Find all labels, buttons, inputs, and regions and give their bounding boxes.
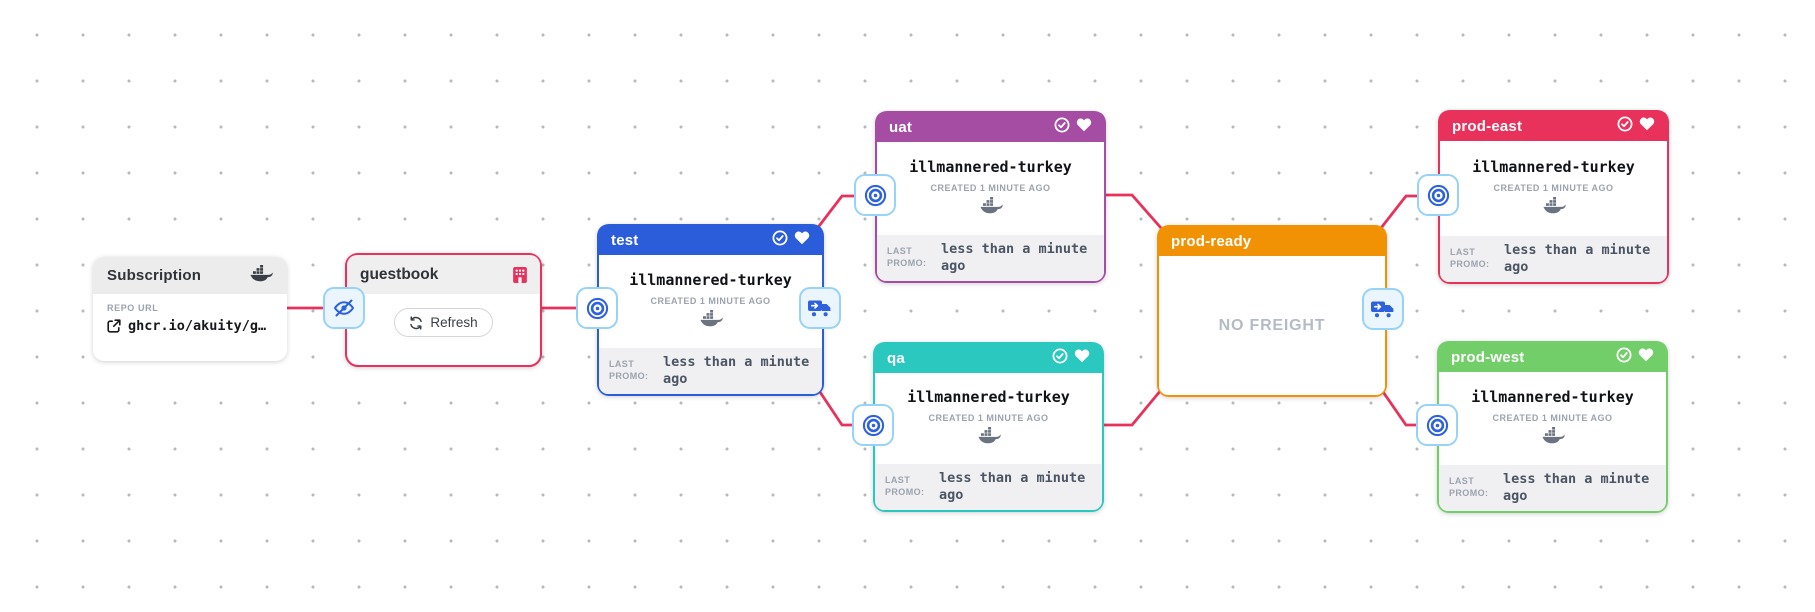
last-promo-value: less than a minute ago (663, 354, 810, 387)
target-icon[interactable] (576, 287, 618, 329)
freight-created: CREATED 1 MINUTE AGO (650, 296, 771, 306)
warehouse-card-guestbook[interactable]: guestbook Refresh (345, 253, 542, 367)
stage-card-prod-west[interactable]: prod-west illmannered-turkey CREATED 1 M… (1437, 341, 1668, 513)
stage-freight-prod-east: illmannered-turkey CREATED 1 MINUTE AGO (1440, 141, 1667, 236)
stage-footer-prod-west: LAST PROMO: less than a minute ago (1439, 465, 1666, 511)
building-icon (513, 266, 527, 283)
stage-name: test (611, 232, 639, 249)
stage-card-prod-east[interactable]: prod-east illmannered-turkey CREATED 1 M… (1438, 110, 1669, 284)
external-link-icon (107, 319, 121, 333)
stage-freight-uat: illmannered-turkey CREATED 1 MINUTE AGO (877, 142, 1104, 235)
stage-header-qa: qa (874, 343, 1103, 374)
stage-name: prod-east (1452, 118, 1523, 135)
last-promo-label: LAST PROMO: (1450, 247, 1490, 269)
check-circle-icon (1616, 347, 1632, 368)
heart-icon (1074, 349, 1090, 368)
subscription-header: Subscription (93, 257, 287, 294)
stage-name: prod-west (1451, 349, 1525, 366)
repo-url-label: REPO URL (107, 303, 159, 313)
last-promo-label: LAST PROMO: (887, 246, 927, 268)
stage-footer-qa: LAST PROMO: less than a minute ago (875, 464, 1102, 510)
stage-footer-test: LAST PROMO: less than a minute ago (599, 348, 822, 394)
stage-footer-uat: LAST PROMO: less than a minute ago (877, 235, 1104, 281)
edge-uat-prodready (1100, 193, 1163, 229)
stage-card-prod-ready[interactable]: prod-ready NO FREIGHT (1157, 225, 1387, 397)
truck-icon[interactable] (1362, 288, 1404, 330)
check-circle-icon (1617, 116, 1633, 137)
stage-name: prod-ready (1171, 233, 1252, 250)
stage-header-prod-ready: prod-ready (1158, 226, 1386, 257)
docker-whale-icon (979, 197, 1003, 219)
docker-whale-icon (977, 427, 1001, 449)
docker-whale-icon (1542, 197, 1566, 219)
target-icon[interactable] (1417, 174, 1459, 216)
heart-icon (794, 231, 810, 250)
stage-card-qa[interactable]: qa illmannered-turkey CREATED 1 MINUTE A… (873, 342, 1104, 512)
docker-whale-icon (1541, 427, 1565, 449)
freight-created: CREATED 1 MINUTE AGO (928, 413, 1049, 423)
warehouse-title: guestbook (360, 265, 439, 283)
warehouse-body: Refresh (347, 294, 540, 337)
last-promo-label: LAST PROMO: (1449, 476, 1489, 498)
last-promo-value: less than a minute ago (1504, 242, 1651, 275)
target-icon[interactable] (852, 404, 894, 446)
stage-footer-prod-east: LAST PROMO: less than a minute ago (1440, 236, 1667, 282)
stage-freight-prod-west: illmannered-turkey CREATED 1 MINUTE AGO (1439, 372, 1666, 465)
target-icon[interactable] (854, 174, 896, 216)
freight-name: illmannered-turkey (1472, 158, 1635, 176)
docker-whale-icon (249, 264, 273, 287)
refresh-button[interactable]: Refresh (394, 308, 493, 337)
stage-header-prod-east: prod-east (1439, 111, 1668, 142)
freight-name: illmannered-turkey (907, 388, 1070, 406)
last-promo-label: LAST PROMO: (609, 359, 649, 381)
freight-created: CREATED 1 MINUTE AGO (930, 183, 1051, 193)
last-promo-value: less than a minute ago (941, 241, 1088, 274)
freight-name: illmannered-turkey (909, 158, 1072, 176)
eye-slash-icon[interactable] (323, 287, 365, 329)
repo-url-text: ghcr.io/akuity/g… (128, 318, 267, 334)
no-freight-label: NO FREIGHT (1218, 316, 1326, 334)
subscription-card[interactable]: Subscription REPO URL ghcr.io/akuity/g… (93, 257, 287, 361)
heart-icon (1638, 348, 1654, 367)
check-circle-icon (1052, 348, 1068, 369)
stage-card-test[interactable]: test illmannered-turkey CREATED 1 MINUTE… (597, 224, 824, 396)
stage-header-uat: uat (876, 112, 1105, 143)
last-promo-label: LAST PROMO: (885, 475, 925, 497)
freight-name: illmannered-turkey (1471, 388, 1634, 406)
last-promo-value: less than a minute ago (1503, 471, 1650, 504)
stage-header-test: test (598, 225, 823, 256)
edge-qa-prodready (1098, 389, 1163, 427)
warehouse-header: guestbook (347, 255, 540, 294)
stage-card-uat[interactable]: uat illmannered-turkey CREATED 1 MINUTE … (875, 111, 1106, 283)
freight-name: illmannered-turkey (629, 271, 792, 289)
refresh-button-label: Refresh (430, 315, 478, 330)
repo-url-link[interactable]: ghcr.io/akuity/g… (107, 318, 273, 334)
check-circle-icon (1054, 117, 1070, 138)
stage-header-prod-west: prod-west (1438, 342, 1667, 373)
heart-icon (1076, 118, 1092, 137)
heart-icon (1639, 117, 1655, 136)
stage-freight-prod-ready: NO FREIGHT (1159, 256, 1385, 395)
refresh-icon (410, 315, 423, 330)
check-circle-icon (772, 230, 788, 251)
freight-created: CREATED 1 MINUTE AGO (1492, 413, 1613, 423)
last-promo-value: less than a minute ago (939, 470, 1086, 503)
stage-name: qa (887, 350, 905, 367)
subscription-body: REPO URL ghcr.io/akuity/g… (93, 294, 287, 334)
target-icon[interactable] (1416, 404, 1458, 446)
stage-freight-qa: illmannered-turkey CREATED 1 MINUTE AGO (875, 373, 1102, 464)
stage-freight-test: illmannered-turkey CREATED 1 MINUTE AGO (599, 255, 822, 348)
stage-name: uat (889, 119, 913, 136)
subscription-title: Subscription (107, 267, 202, 284)
freight-created: CREATED 1 MINUTE AGO (1493, 183, 1614, 193)
truck-icon[interactable] (799, 287, 841, 329)
docker-whale-icon (699, 310, 723, 332)
